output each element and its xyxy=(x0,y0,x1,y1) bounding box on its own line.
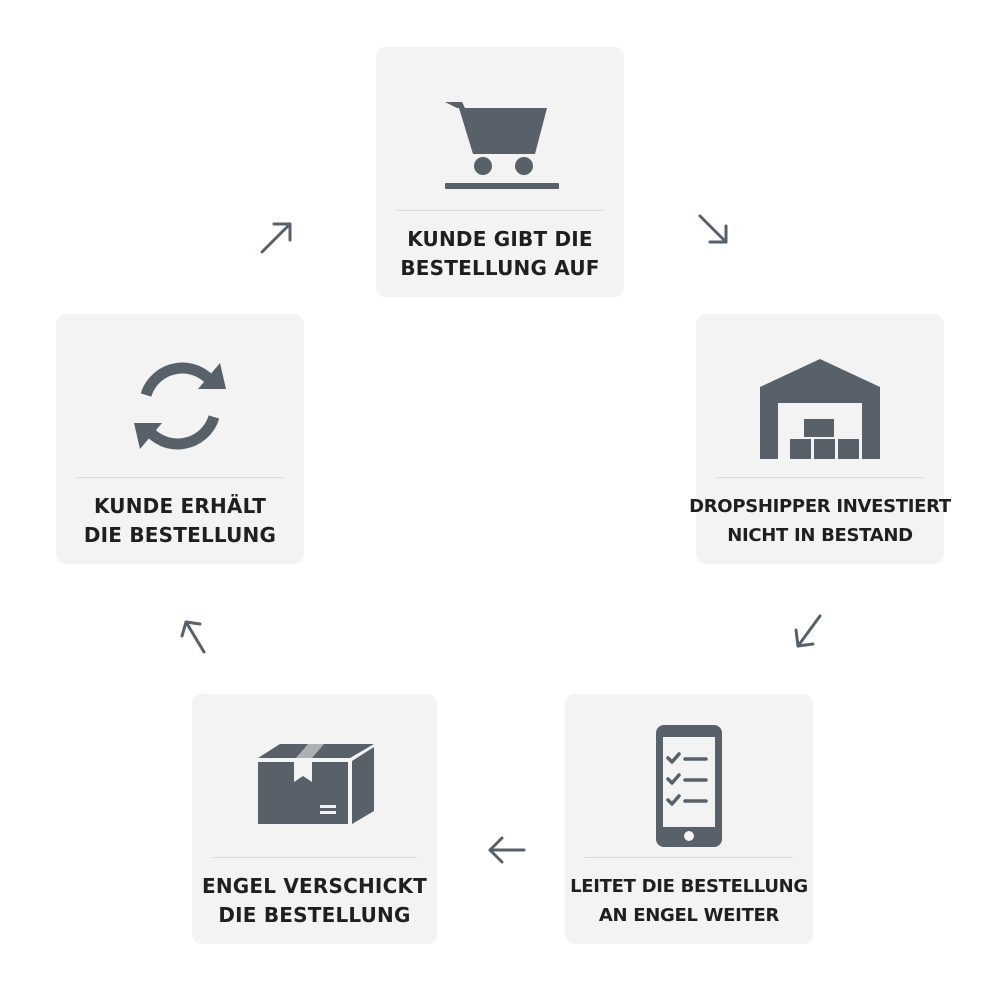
step-label-line-2: DIE BESTELLUNG xyxy=(218,903,411,927)
step-card-customer-order: KUNDE GIBT DIE BESTELLUNG AUF xyxy=(376,47,624,297)
warehouse-icon xyxy=(696,336,944,476)
card-divider xyxy=(212,857,417,858)
shopping-cart-icon xyxy=(376,69,624,209)
arrow-down-right-icon xyxy=(694,210,734,250)
step-label: KUNDE ERHÄLT DIE BESTELLUNG xyxy=(60,488,300,554)
step-card-ship-order: ENGEL VERSCHICKT DIE BESTELLUNG xyxy=(192,694,437,944)
step-card-no-inventory: DROPSHIPPER INVESTIERT NICHT IN BESTAND xyxy=(689,314,951,564)
arrow-up-left-icon xyxy=(174,614,214,654)
card-divider xyxy=(396,210,604,211)
refresh-cycle-icon xyxy=(56,336,304,476)
step-label: LEITET DIE BESTELLUNG AN ENGEL WEITER xyxy=(569,868,809,934)
step-label-line-1: DROPSHIPPER INVESTIERT xyxy=(689,496,951,517)
step-label: KUNDE GIBT DIE BESTELLUNG AUF xyxy=(380,221,620,287)
step-label-line-1: LEITET DIE BESTELLUNG xyxy=(570,876,808,897)
step-card-forward-order: LEITET DIE BESTELLUNG AN ENGEL WEITER xyxy=(565,694,813,944)
step-label-line-1: ENGEL VERSCHICKT xyxy=(201,874,427,898)
arrow-up-right-icon xyxy=(258,218,298,258)
step-label: DROPSHIPPER INVESTIERT NICHT IN BESTAND xyxy=(689,488,951,554)
card-divider xyxy=(76,477,284,478)
step-card-customer-receives: KUNDE ERHÄLT DIE BESTELLUNG xyxy=(56,314,304,564)
card-divider xyxy=(585,857,793,858)
step-label-line-1: KUNDE GIBT DIE xyxy=(407,227,593,251)
step-label-line-2: DIE BESTELLUNG xyxy=(83,523,277,547)
arrow-down-left-icon xyxy=(788,612,828,652)
smartphone-checklist-icon xyxy=(565,716,813,856)
step-label-line-2: NICHT IN BESTAND xyxy=(727,525,913,546)
package-box-icon xyxy=(192,716,437,856)
step-label: ENGEL VERSCHICKT DIE BESTELLUNG xyxy=(196,868,433,934)
arrow-left-icon xyxy=(486,830,526,870)
step-label-line-1: KUNDE ERHÄLT xyxy=(93,494,267,518)
step-label-line-2: BESTELLUNG AUF xyxy=(400,256,600,280)
step-label-line-2: AN ENGEL WEITER xyxy=(598,905,780,926)
card-divider xyxy=(716,477,924,478)
